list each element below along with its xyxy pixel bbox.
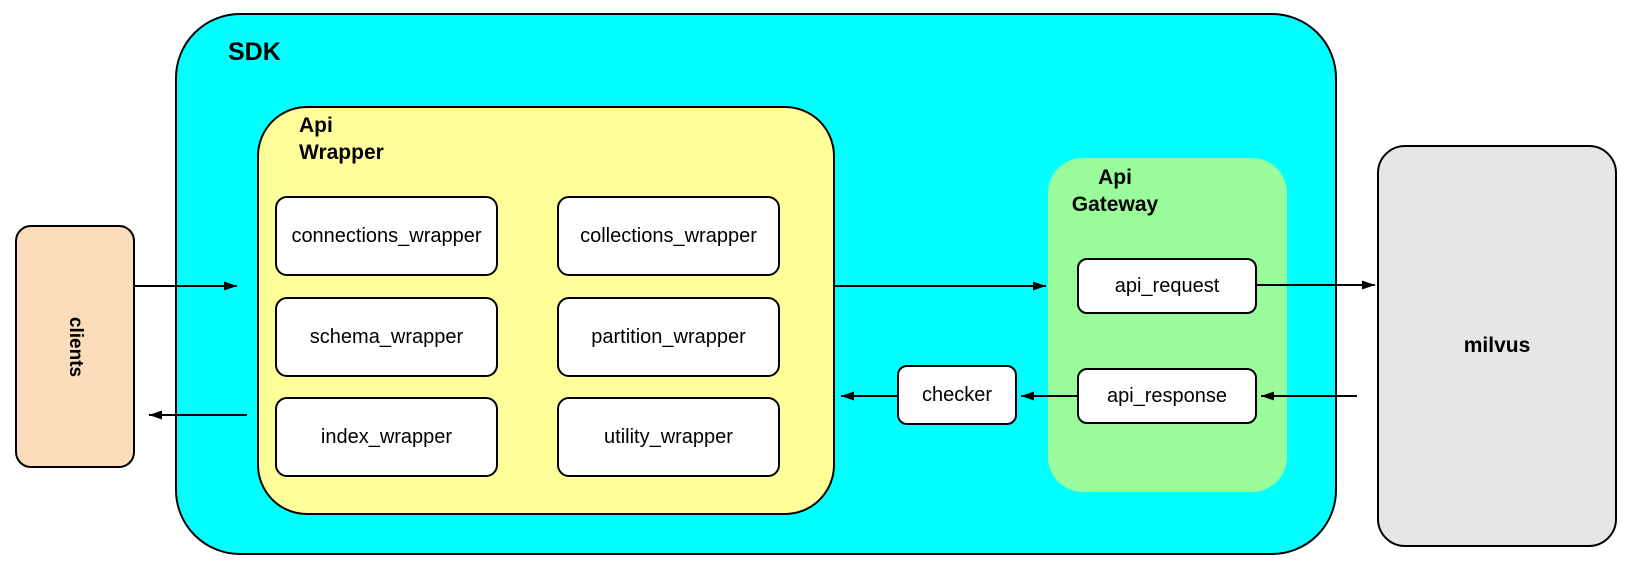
node-clients: clients xyxy=(15,225,135,468)
node-api-response: api_response xyxy=(1077,368,1257,424)
node-collections-wrapper: collections_wrapper xyxy=(557,196,780,276)
api-wrapper-label: Api Wrapper xyxy=(299,112,384,166)
node-index-wrapper: index_wrapper xyxy=(275,397,498,477)
node-connections-wrapper: connections_wrapper xyxy=(275,196,498,276)
api-wrapper-label-line2: Wrapper xyxy=(299,141,384,164)
api-gateway-label: Api Gateway xyxy=(1055,164,1175,218)
api-gateway-label-line1: Api xyxy=(1098,166,1132,189)
sdk-label: SDK xyxy=(228,38,281,66)
node-checker: checker xyxy=(897,365,1017,425)
api-gateway-label-line2: Gateway xyxy=(1071,193,1159,216)
node-partition-wrapper: partition_wrapper xyxy=(557,297,780,377)
node-milvus: milvus xyxy=(1377,145,1617,547)
api-gateway-container xyxy=(1048,158,1287,492)
node-utility-wrapper: utility_wrapper xyxy=(557,397,780,477)
node-schema-wrapper: schema_wrapper xyxy=(275,297,498,377)
api-wrapper-label-line1: Api xyxy=(299,114,333,137)
node-api-request: api_request xyxy=(1077,258,1257,314)
clients-label: clients xyxy=(64,316,86,377)
